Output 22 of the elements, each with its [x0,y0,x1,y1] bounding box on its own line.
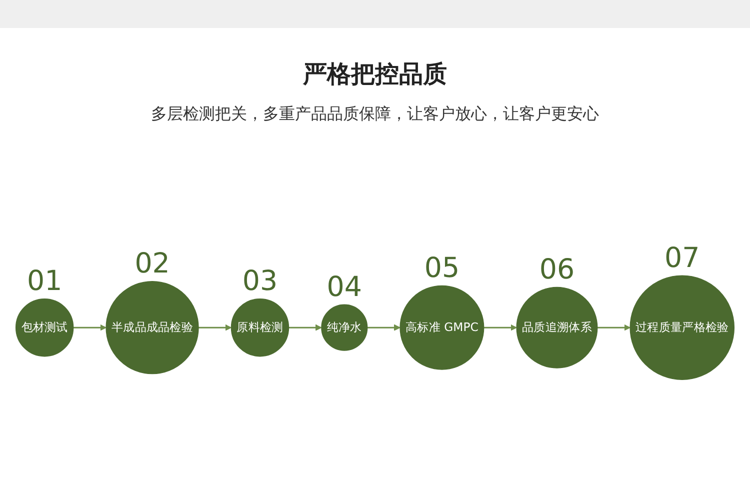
arrow [73,324,106,331]
step-number: 05 [424,250,460,284]
arrow [484,324,517,331]
arrow [288,324,322,331]
subtitle: 多层检测把关，多重产品品质保障，让客户放心，让客户更安心 [150,104,600,125]
node-circle: 半成品成品检验 [106,280,199,374]
step-number: 06 [539,252,575,286]
step-number: 04 [326,270,362,303]
node-circle: 纯净水 [321,304,368,351]
node-circle: 高标准 GMPC [400,285,484,370]
node-circle: 品质追溯体系 [516,286,598,368]
arrow [597,324,630,331]
step-number: 01 [27,264,62,297]
step-number: 02 [134,246,170,280]
arrow [198,324,232,331]
node-circle: 过程质量严格检验 [630,274,735,380]
step-number: 03 [242,264,278,297]
step-number: 07 [664,240,700,274]
title: 严格把控品质 [302,59,448,90]
arrow [367,324,400,331]
node-circle: 原料检测 [230,298,290,356]
node-circle: 包材测试 [15,298,74,356]
